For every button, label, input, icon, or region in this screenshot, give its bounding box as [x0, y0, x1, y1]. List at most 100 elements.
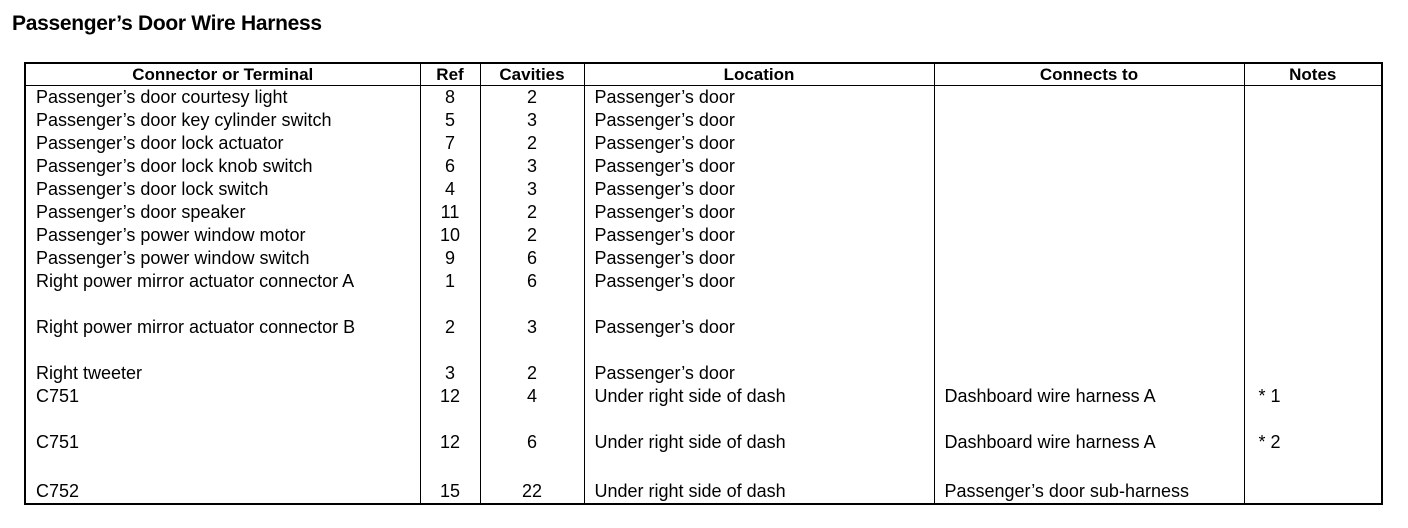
cavities-cell: 4	[479, 385, 585, 431]
connects-to-cell	[933, 132, 1245, 155]
notes-cell	[1243, 224, 1383, 247]
notes-cell	[1243, 362, 1383, 385]
header-connector: Connector or Terminal	[24, 62, 421, 86]
connects-to-cell	[933, 85, 1245, 109]
connects-to-cell: Dashboard wire harness A	[933, 431, 1245, 477]
location-cell: Passenger’s door	[583, 109, 935, 132]
header-ref: Ref	[419, 62, 481, 86]
notes-cell	[1243, 178, 1383, 201]
cavities-cell: 2	[479, 201, 585, 224]
notes-cell	[1243, 316, 1383, 362]
ref-cell: 12	[419, 431, 481, 477]
cavities-cell: 6	[479, 431, 585, 477]
header-location: Location	[583, 62, 935, 86]
cavities-cell: 3	[479, 109, 585, 132]
notes-cell	[1243, 270, 1383, 316]
ref-cell: 9	[419, 247, 481, 270]
connects-to-cell: Dashboard wire harness A	[933, 385, 1245, 431]
cavities-cell: 22	[479, 477, 585, 504]
notes-cell: * 2	[1243, 431, 1383, 477]
connects-to-cell: Passenger’s door sub-harness	[933, 477, 1245, 504]
location-cell: Passenger’s door	[583, 362, 935, 385]
location-cell: Passenger’s door	[583, 224, 935, 247]
notes-cell	[1243, 132, 1383, 155]
connector-cell: Right tweeter	[24, 362, 421, 385]
page-title: Passenger’s Door Wire Harness	[12, 12, 322, 35]
cavities-cell: 3	[479, 155, 585, 178]
ref-cell: 15	[419, 477, 481, 504]
notes-cell	[1243, 109, 1383, 132]
connector-cell: C752	[24, 477, 421, 504]
notes-cell	[1243, 201, 1383, 224]
ref-cell: 1	[419, 270, 481, 316]
connector-cell: Passenger’s power window switch	[24, 247, 421, 270]
location-cell: Under right side of dash	[583, 431, 935, 477]
cavities-cell: 3	[479, 316, 585, 362]
cavities-cell: 2	[479, 362, 585, 385]
notes-cell: * 1	[1243, 385, 1383, 431]
connector-cell: Passenger’s door lock knob switch	[24, 155, 421, 178]
connects-to-cell	[933, 224, 1245, 247]
header-notes: Notes	[1243, 62, 1383, 86]
ref-cell: 5	[419, 109, 481, 132]
ref-cell: 2	[419, 316, 481, 362]
location-cell: Passenger’s door	[583, 201, 935, 224]
notes-cell	[1243, 247, 1383, 270]
location-cell: Passenger’s door	[583, 316, 935, 362]
location-cell: Passenger’s door	[583, 247, 935, 270]
connector-cell: Passenger’s door key cylinder switch	[24, 109, 421, 132]
connector-cell: C751	[24, 385, 421, 431]
notes-cell	[1243, 155, 1383, 178]
notes-cell	[1243, 85, 1383, 109]
location-cell: Passenger’s door	[583, 85, 935, 109]
ref-cell: 7	[419, 132, 481, 155]
notes-cell	[1243, 477, 1383, 504]
connects-to-cell	[933, 155, 1245, 178]
ref-cell: 4	[419, 178, 481, 201]
location-cell: Under right side of dash	[583, 477, 935, 504]
ref-cell: 12	[419, 385, 481, 431]
cavities-cell: 2	[479, 132, 585, 155]
connects-to-cell	[933, 247, 1245, 270]
connector-cell: Right power mirror actuator connector A	[24, 270, 421, 316]
cavities-cell: 6	[479, 247, 585, 270]
connector-cell: Passenger’s power window motor	[24, 224, 421, 247]
cavities-cell: 6	[479, 270, 585, 316]
harness-table: Connector or Terminal Ref Cavities Locat…	[24, 62, 1383, 505]
header-connects-to: Connects to	[933, 62, 1245, 86]
location-cell: Passenger’s door	[583, 270, 935, 316]
connector-cell: Passenger’s door lock switch	[24, 178, 421, 201]
location-cell: Under right side of dash	[583, 385, 935, 431]
cavities-cell: 2	[479, 85, 585, 109]
ref-cell: 10	[419, 224, 481, 247]
cavities-cell: 2	[479, 224, 585, 247]
connector-cell: Right power mirror actuator connector B	[24, 316, 421, 362]
connects-to-cell	[933, 362, 1245, 385]
connector-cell: Passenger’s door lock actuator	[24, 132, 421, 155]
connects-to-cell	[933, 316, 1245, 362]
ref-cell: 8	[419, 85, 481, 109]
location-cell: Passenger’s door	[583, 155, 935, 178]
header-row: Connector or Terminal Ref Cavities Locat…	[24, 62, 1383, 86]
location-cell: Passenger’s door	[583, 132, 935, 155]
ref-cell: 3	[419, 362, 481, 385]
connector-cell: Passenger’s door courtesy light	[24, 85, 421, 109]
header-cavities: Cavities	[479, 62, 585, 86]
connects-to-cell	[933, 270, 1245, 316]
connector-cell: C751	[24, 431, 421, 477]
connects-to-cell	[933, 201, 1245, 224]
cavities-cell: 3	[479, 178, 585, 201]
